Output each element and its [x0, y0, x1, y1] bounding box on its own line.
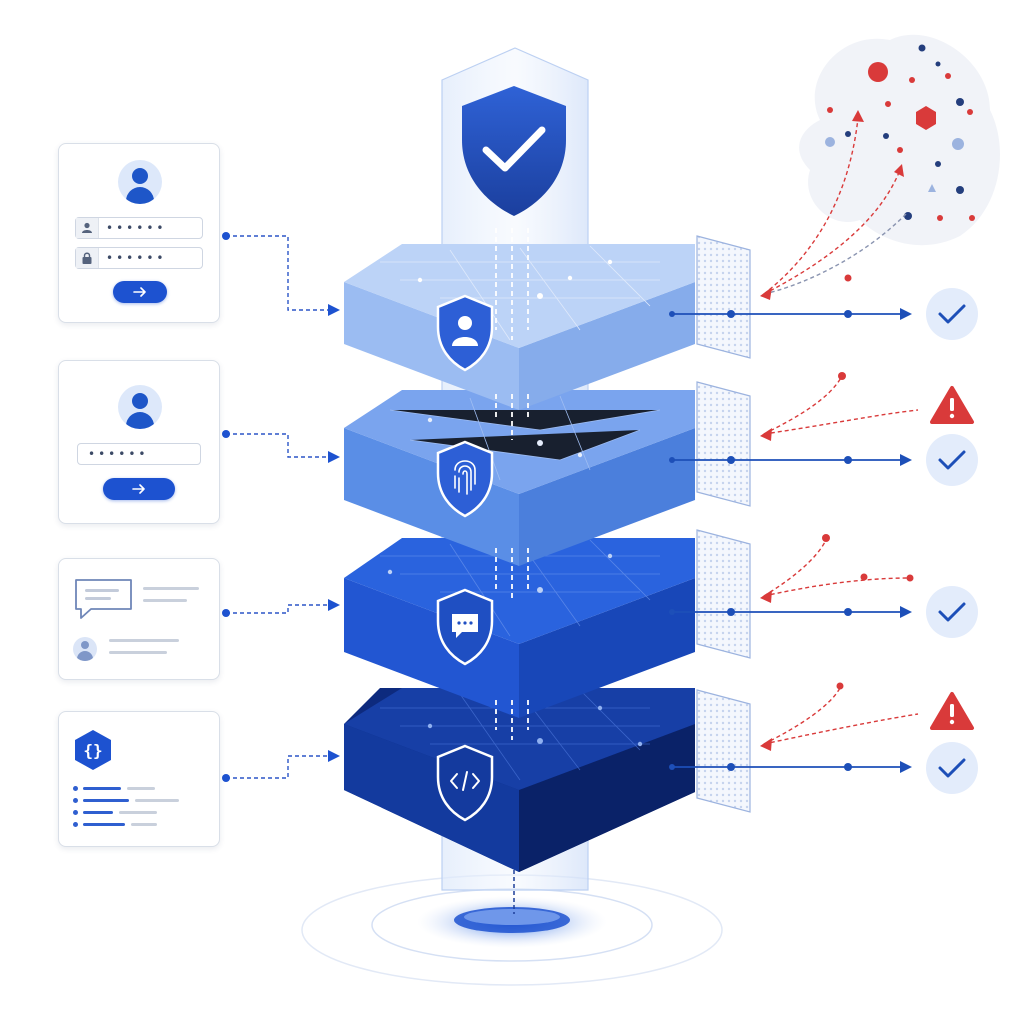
- success-check-icons: [926, 288, 978, 794]
- password-field[interactable]: ••••••: [77, 443, 201, 465]
- password-field[interactable]: ••••••: [75, 247, 203, 269]
- warning-icons: [930, 386, 974, 730]
- message-line: [109, 651, 167, 654]
- code-shield-icon: [436, 744, 494, 822]
- lock-icon: [82, 252, 92, 264]
- chat-bubble-icon: [75, 579, 132, 619]
- filter-panels: [696, 235, 751, 813]
- svg-text:{}: {}: [83, 741, 102, 760]
- username-mask: ••••••: [106, 221, 167, 235]
- threat-cloud: [799, 34, 1000, 246]
- shield-check-icon: [462, 86, 566, 216]
- message-line: [109, 639, 179, 642]
- code-braces-icon: {}: [75, 730, 111, 770]
- threat-line-dots: [822, 274, 914, 690]
- layer-code: [344, 688, 695, 872]
- layer-user: [344, 244, 695, 410]
- threat-lines: [763, 117, 919, 745]
- message-line: [143, 587, 199, 590]
- contact-avatar-icon: [73, 637, 97, 661]
- base-glow: [301, 874, 723, 986]
- user-shield-icon: [436, 294, 494, 372]
- user-icon: [82, 222, 92, 233]
- layer-fingerprint: [344, 390, 695, 566]
- password-mask: ••••••: [88, 447, 149, 461]
- output-lines: [672, 313, 902, 768]
- password-card: ••••••: [58, 360, 220, 524]
- username-field[interactable]: ••••••: [75, 217, 203, 239]
- arrow-right-icon: [132, 484, 145, 494]
- pillar-flow-lines: [495, 228, 529, 740]
- password-mask: ••••••: [106, 251, 167, 265]
- fingerprint-shield-icon: [436, 440, 494, 518]
- user-avatar-icon: [118, 385, 162, 429]
- message-line: [143, 599, 187, 602]
- login-card: •••••• ••••••: [58, 143, 220, 323]
- threat-arrowheads: [760, 110, 904, 751]
- chat-shield-icon: [436, 588, 494, 666]
- output-arrows: [900, 308, 912, 773]
- input-connector-dots: [222, 232, 230, 782]
- layer-chat: [344, 538, 695, 718]
- login-submit-button[interactable]: [113, 281, 167, 303]
- input-connector-arrows: [328, 304, 340, 762]
- output-line-dots: [669, 310, 852, 771]
- messages-card: [58, 558, 220, 680]
- arrow-right-icon: [133, 287, 146, 297]
- password-submit-button[interactable]: [103, 478, 175, 500]
- user-avatar-icon: [118, 160, 162, 204]
- code-card: {}: [58, 711, 220, 847]
- input-connectors: [226, 235, 330, 779]
